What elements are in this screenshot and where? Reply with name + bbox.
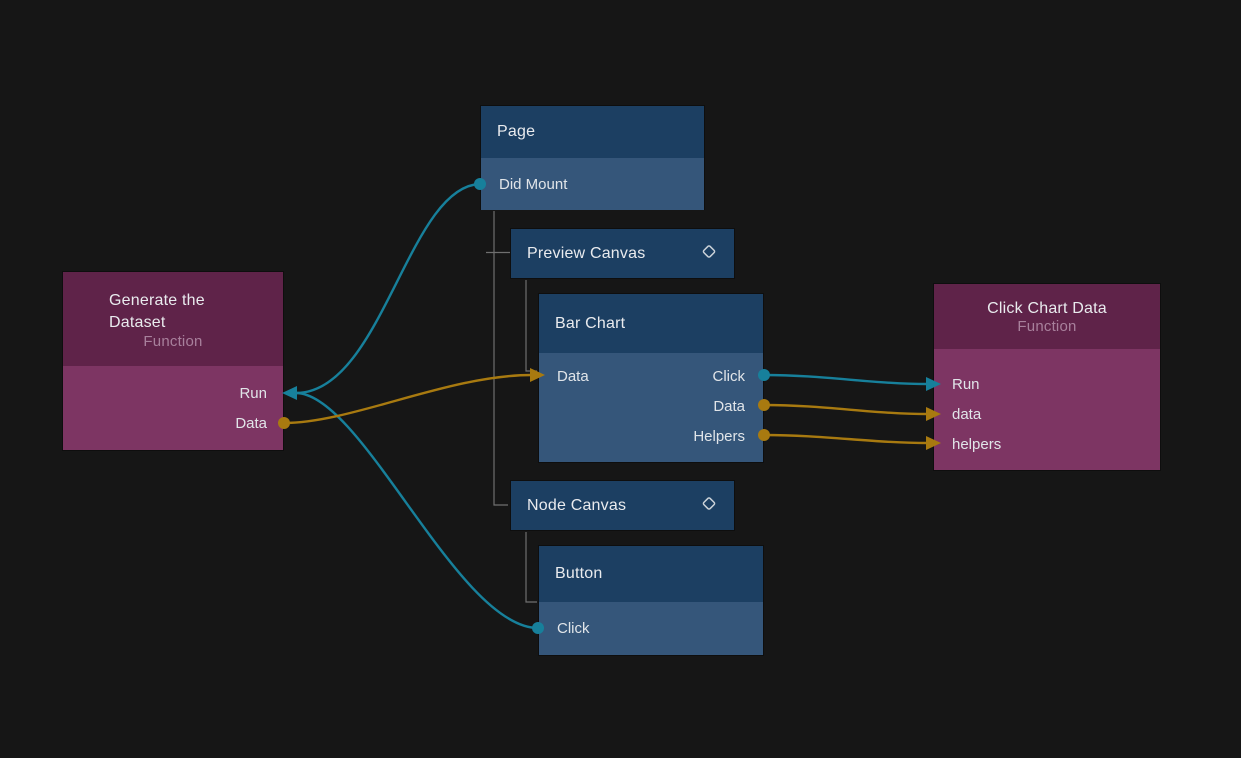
node-button[interactable]: Button Click [538, 545, 764, 656]
node-preview-canvas-header: Preview Canvas [511, 229, 734, 278]
node-bar-chart-body: Data Click Data Helpers [539, 353, 763, 462]
node-title: Preview Canvas [527, 244, 646, 262]
tree-line-nodecanvas-to-button [525, 532, 537, 603]
node-generate-the-dataset[interactable]: Generate the Dataset Function Run Data [62, 271, 284, 451]
node-title: Generate the Dataset [109, 291, 205, 331]
node-generate-body: Run Data [63, 366, 283, 450]
node-page[interactable]: Page Did Mount [480, 105, 705, 210]
port-run-in-label: Run [952, 375, 980, 393]
tree-line-page-children [493, 211, 508, 506]
port-did-mount-label: Did Mount [499, 175, 568, 193]
port-row: Helpers [539, 421, 763, 451]
node-title: Button [555, 565, 603, 582]
node-ccd-header: Click Chart Data Function [934, 284, 1160, 349]
port-data-in-label: Data [557, 367, 589, 385]
port-data-out-label: Data [235, 414, 267, 432]
node-bar-chart-header: Bar Chart [539, 294, 763, 353]
port-row: Data [63, 408, 283, 438]
port-row: Click [539, 602, 763, 655]
node-title: Bar Chart [555, 314, 626, 332]
port-row: Run [934, 369, 1160, 399]
tree-line-preview-to-barchart [525, 280, 537, 372]
port-run-in-label: Run [239, 384, 267, 402]
port-row: Did Mount [481, 158, 704, 210]
node-button-header: Button [539, 546, 763, 602]
node-preview-canvas[interactable]: Preview Canvas [510, 228, 735, 279]
port-helpers-out-label: Helpers [693, 427, 745, 445]
wire-didmount-to-run[interactable] [295, 182, 481, 395]
node-bar-chart[interactable]: Bar Chart Data Click Data Helpers [538, 293, 764, 463]
diamond-outline-icon [700, 242, 718, 265]
diamond-outline-icon [700, 494, 718, 517]
port-helpers-in-label: helpers [952, 435, 1002, 453]
wire-barclick-to-ccdrun[interactable] [763, 373, 929, 386]
port-click-out-label: Click [712, 367, 746, 385]
node-subtitle: Function [1017, 318, 1077, 335]
wire-gendata-to-barchartdata[interactable] [283, 373, 533, 425]
port-row: data [934, 399, 1160, 429]
node-button-body: Click [539, 602, 763, 655]
port-row: Run [63, 378, 283, 408]
wire-bardata-to-ccddata[interactable] [763, 403, 929, 416]
node-subtitle: Function [143, 333, 203, 351]
node-generate-header: Generate the Dataset Function [63, 272, 283, 366]
port-click-label: Click [557, 620, 590, 637]
node-node-canvas-header: Node Canvas [511, 481, 734, 530]
node-ccd-body: Run data helpers [934, 349, 1160, 470]
node-title: Click Chart Data [987, 300, 1107, 317]
port-data-in-label: data [952, 405, 982, 423]
port-row: Data Click [539, 361, 763, 391]
arrowhead-generate-run[interactable] [282, 386, 297, 400]
port-row: helpers [934, 429, 1160, 459]
wire-barhelpers-to-ccdhelpers[interactable] [763, 433, 929, 445]
node-page-header: Page [481, 106, 704, 158]
node-click-chart-data[interactable]: Click Chart Data Function Run data helpe… [933, 283, 1161, 471]
node-title: Page [497, 123, 536, 140]
wire-buttonclick-to-run[interactable] [295, 391, 539, 630]
port-data-out-label: Data [713, 397, 745, 415]
node-page-body: Did Mount [481, 158, 704, 210]
port-row: Data [539, 391, 763, 421]
node-title: Node Canvas [527, 496, 627, 514]
node-node-canvas[interactable]: Node Canvas [510, 480, 735, 531]
